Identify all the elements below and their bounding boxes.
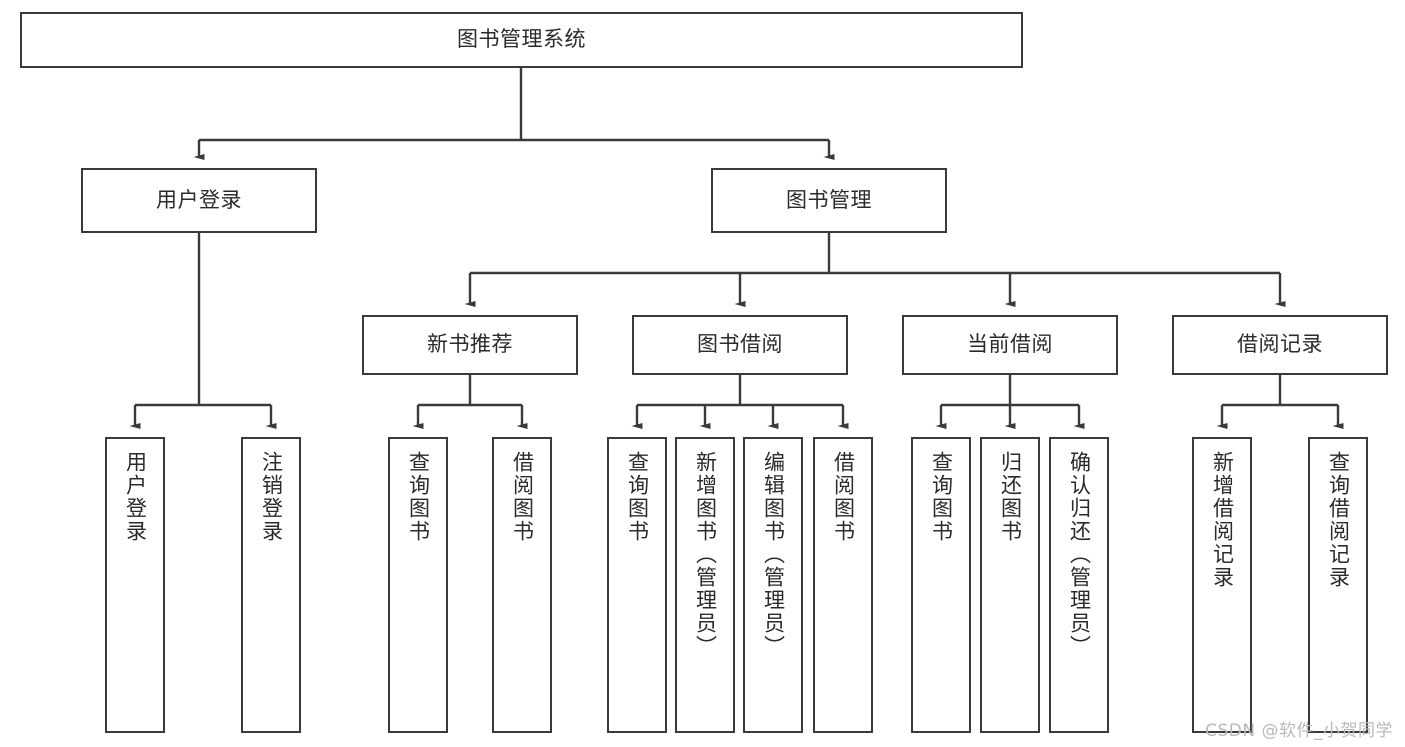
node-leaf-borrow-book-1[interactable]: 借阅图书 [492,437,552,733]
node-leaf-query-book-2-label: 查询图书 [625,451,650,543]
node-leaf-borrow-book-2[interactable]: 借阅图书 [813,437,873,733]
node-user-login[interactable]: 用户登录 [81,168,317,233]
node-leaf-confirm-return-label: 确认归还（管理员） [1067,451,1092,658]
node-book-manage-label: 图书管理 [786,187,872,212]
csdn-watermark: CSDN @软件_小贺同学 [1205,721,1393,741]
node-leaf-query-book-2[interactable]: 查询图书 [607,437,667,733]
node-leaf-logout-label: 注销登录 [259,451,284,543]
node-root[interactable]: 图书管理系统 [20,12,1023,68]
node-leaf-add-record[interactable]: 新增借阅记录 [1192,437,1252,733]
node-leaf-query-book-1[interactable]: 查询图书 [388,437,448,733]
node-leaf-query-record[interactable]: 查询借阅记录 [1308,437,1368,733]
node-current-borrow-label: 当前借阅 [967,332,1053,357]
node-leaf-confirm-return[interactable]: 确认归还（管理员） [1049,437,1109,733]
node-borrow-record[interactable]: 借阅记录 [1172,315,1388,375]
node-leaf-query-book-1-label: 查询图书 [406,451,431,543]
node-book-manage[interactable]: 图书管理 [711,168,947,233]
node-leaf-add-book-label: 新增图书（管理员） [693,451,718,658]
node-leaf-borrow-book-2-label: 借阅图书 [831,451,856,543]
node-leaf-user-login[interactable]: 用户登录 [105,437,165,733]
node-current-borrow[interactable]: 当前借阅 [902,315,1118,375]
node-user-login-label: 用户登录 [156,187,242,212]
node-leaf-query-book-3[interactable]: 查询图书 [911,437,971,733]
node-new-book-rec-label: 新书推荐 [427,332,513,357]
node-leaf-edit-book-label: 编辑图书（管理员） [761,451,786,658]
node-leaf-logout[interactable]: 注销登录 [241,437,301,733]
node-book-borrow[interactable]: 图书借阅 [632,315,848,375]
node-leaf-return-book-label: 归还图书 [998,451,1023,543]
node-leaf-user-login-label: 用户登录 [123,451,148,543]
node-root-label: 图书管理系统 [457,27,586,52]
node-leaf-borrow-book-1-label: 借阅图书 [510,451,535,543]
node-book-borrow-label: 图书借阅 [697,332,783,357]
node-leaf-query-book-3-label: 查询图书 [929,451,954,543]
node-borrow-record-label: 借阅记录 [1237,332,1323,357]
node-new-book-rec[interactable]: 新书推荐 [362,315,578,375]
node-leaf-edit-book[interactable]: 编辑图书（管理员） [743,437,803,733]
node-leaf-return-book[interactable]: 归还图书 [980,437,1040,733]
node-leaf-add-book[interactable]: 新增图书（管理员） [675,437,735,733]
node-leaf-add-record-label: 新增借阅记录 [1210,451,1235,589]
node-leaf-query-record-label: 查询借阅记录 [1326,451,1351,589]
